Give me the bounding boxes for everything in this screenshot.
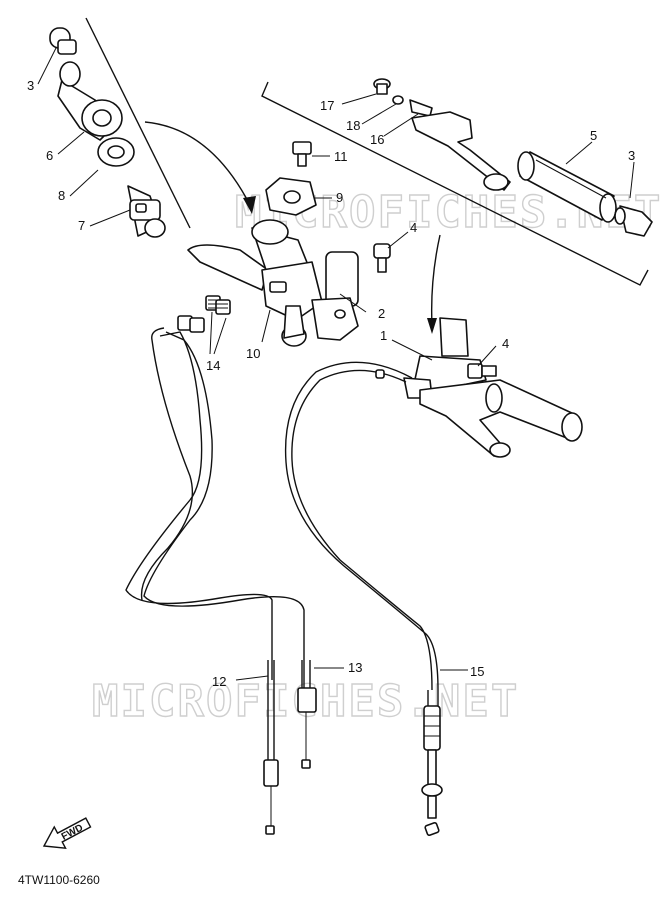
callout-4-lower: 4 [502, 336, 509, 351]
arrow-to-clutch-lever [430, 234, 441, 326]
callout-15: 15 [470, 664, 484, 679]
clutch-lever-upper [411, 111, 511, 191]
callout-8: 8 [58, 188, 65, 203]
cable-adjusters [177, 295, 231, 333]
callout-16: 16 [370, 132, 384, 147]
callout-2: 2 [378, 306, 385, 321]
callout-14: 14 [206, 358, 220, 373]
callout-5: 5 [590, 128, 597, 143]
diagram-code: 4TW1100-6260 [18, 873, 100, 887]
callout-9: 9 [336, 190, 343, 205]
callout-12: 12 [212, 674, 226, 689]
lever-washer [392, 95, 404, 105]
callout-1: 1 [380, 328, 387, 343]
fwd-label: FWD [60, 822, 85, 842]
throttle-housing-cap [265, 177, 317, 216]
lever-pin [409, 99, 433, 117]
callout-3-right: 3 [628, 148, 635, 163]
callout-13: 13 [348, 660, 362, 675]
grip-end-cap-right [614, 205, 653, 237]
grip-left [57, 61, 123, 141]
callout-18: 18 [346, 118, 360, 133]
cable-13-end [297, 660, 317, 769]
callout-6: 6 [46, 148, 53, 163]
cable-12-end [263, 660, 279, 835]
throttle-cables [125, 327, 305, 700]
arrow-grip-to-throttle [144, 121, 251, 206]
clutch-screw [467, 363, 497, 379]
clutch-lever-assembly [403, 317, 583, 458]
grip-right [517, 151, 617, 223]
clutch-cable [284, 361, 439, 691]
washer [97, 137, 135, 167]
callout-7: 7 [78, 218, 85, 233]
callout-4-upper: 4 [410, 220, 417, 235]
throttle-housing-lower [311, 251, 359, 341]
arrowhead-1 [243, 196, 256, 214]
cable-15-end [421, 690, 443, 836]
callout-11: 11 [334, 149, 348, 164]
lever-pivot-bolt [373, 78, 391, 95]
right-group-bracket [261, 81, 649, 286]
housing-screw-upper [373, 243, 391, 273]
throttle-housing [187, 219, 323, 347]
callout-10: 10 [246, 346, 260, 361]
leader-lines [37, 47, 635, 681]
callout-17: 17 [320, 98, 334, 113]
callout-3-left: 3 [27, 78, 34, 93]
throttle-tube [127, 185, 166, 238]
left-group-bracket [85, 17, 191, 229]
housing-bolt [292, 141, 312, 167]
arrowhead-2 [427, 318, 437, 334]
fwd-arrow: FWD [42, 817, 92, 849]
grip-end-cap-left [49, 27, 77, 55]
